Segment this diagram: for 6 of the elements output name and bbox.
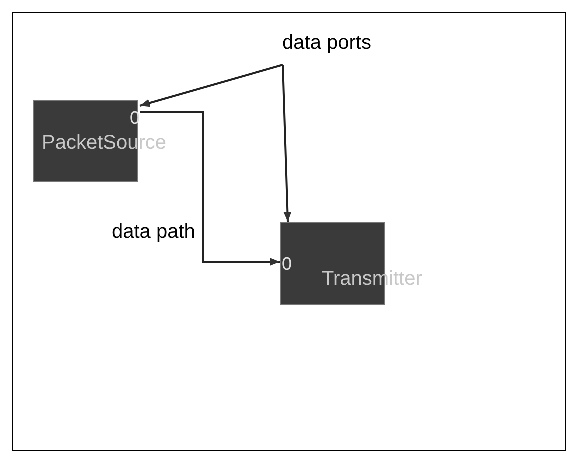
arrow (140, 64, 284, 108)
arrow (282, 64, 292, 222)
annotation-text: data ports (252, 28, 402, 58)
edge-label: data path (112, 222, 196, 242)
arrow (140, 111, 280, 266)
port-label: 0 (281, 223, 293, 273)
